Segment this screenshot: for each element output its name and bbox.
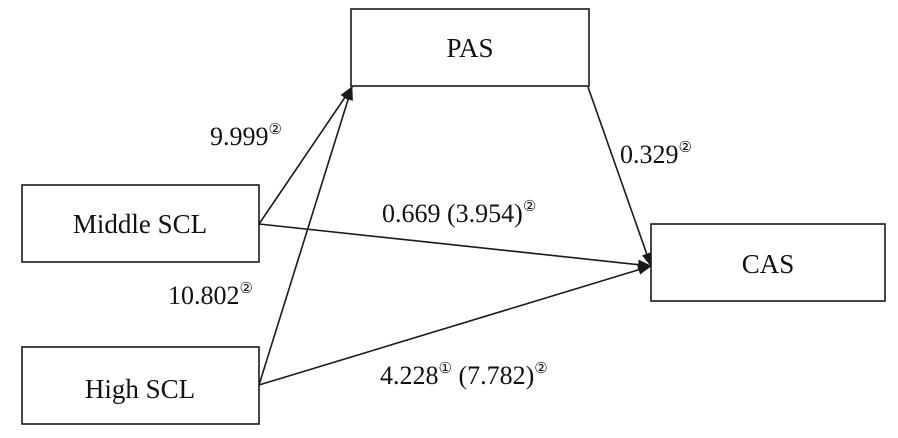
arrow-high-scl-to-cas bbox=[258, 264, 652, 386]
node-high-scl-label: High SCL bbox=[85, 374, 195, 404]
arrow-pas-to-cas bbox=[587, 86, 652, 267]
coef-middle-to-pas: 9.999② bbox=[210, 120, 282, 151]
coef-pas-to-cas: 0.329② bbox=[620, 138, 692, 169]
node-middle-scl-label: Middle SCL bbox=[73, 209, 207, 239]
coef-high-to-pas: 10.802② bbox=[168, 279, 253, 310]
node-high-scl: High SCL bbox=[21, 346, 260, 425]
node-cas-label: CAS bbox=[742, 249, 795, 279]
node-middle-scl: Middle SCL bbox=[21, 184, 260, 263]
arrow-high-scl-to-pas bbox=[258, 86, 353, 386]
node-pas-label: PAS bbox=[446, 33, 493, 63]
node-cas: CAS bbox=[650, 223, 886, 302]
coef-high-to-cas: 4.228① (7.782)② bbox=[380, 359, 548, 390]
node-pas: PAS bbox=[350, 8, 590, 87]
coef-middle-to-cas: 0.669 (3.954)② bbox=[382, 197, 536, 228]
arrow-middle-scl-to-cas bbox=[258, 223, 652, 270]
arrow-middle-scl-to-pas bbox=[258, 86, 353, 225]
